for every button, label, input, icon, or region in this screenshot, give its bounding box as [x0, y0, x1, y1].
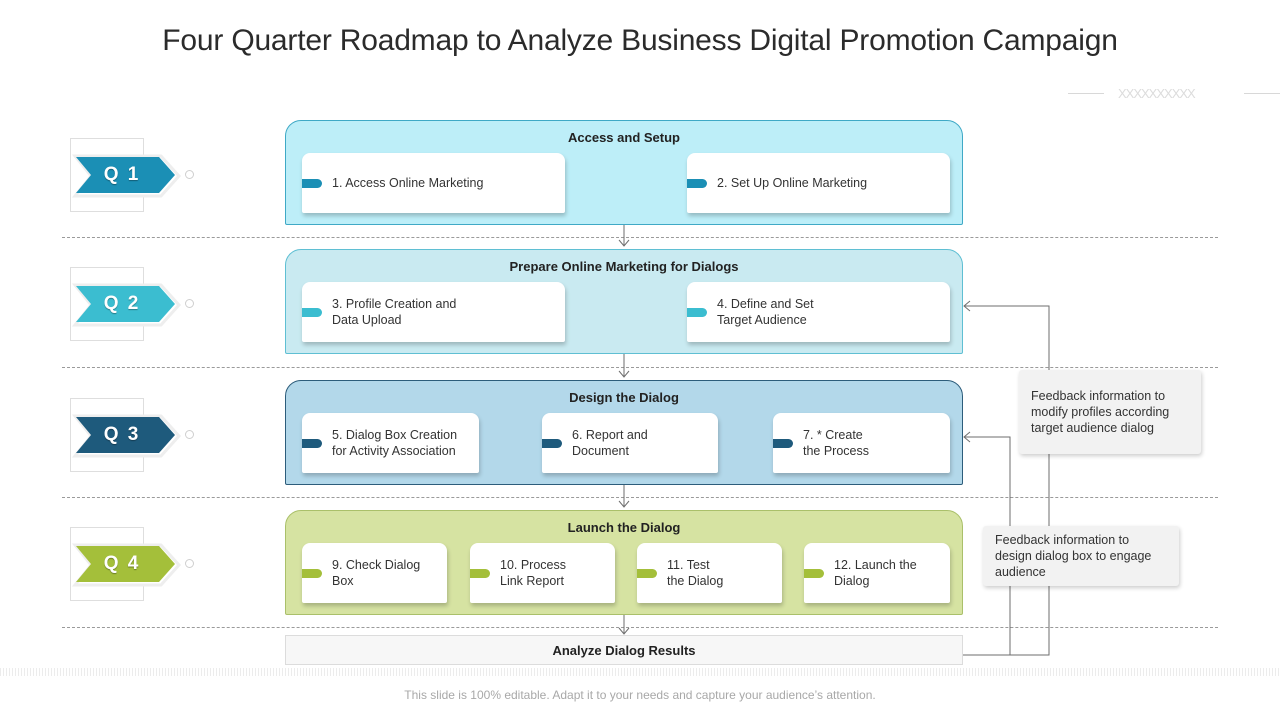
quarter-label: Q 2: [103, 293, 141, 314]
quarter-dot-icon: [185, 430, 194, 439]
quarter-tag-q3: Q 3: [71, 414, 182, 458]
step-marker-icon: [637, 569, 660, 578]
footer-note: This slide is 100% editable. Adapt it to…: [404, 688, 876, 702]
quarter-separator: [62, 367, 1218, 368]
footer-stripe: [0, 668, 1280, 676]
phase-launch-the-dialog: Launch the Dialog 9. Check Dialog Box 10…: [285, 510, 963, 615]
slide-title: Four Quarter Roadmap to Analyze Business…: [162, 24, 1118, 57]
step-marker-icon: [302, 308, 325, 317]
step-label: 4. Define and Set Target Audience: [717, 297, 814, 327]
quarter-tag-q4: Q 4: [71, 543, 182, 587]
phase-design-the-dialog: Design the Dialog 5. Dialog Box Creation…: [285, 380, 963, 485]
arrow-head-icon: [618, 500, 630, 508]
phase-title: Launch the Dialog: [567, 520, 681, 535]
step-label: 5. Dialog Box Creation for Activity Asso…: [332, 428, 458, 458]
step-card[interactable]: 12. Launch the Dialog: [804, 543, 950, 603]
arrow-head-icon: [618, 627, 630, 635]
quarter-separator: [62, 237, 1218, 238]
step-card[interactable]: 7. * Create the Process: [773, 413, 950, 473]
step-label: 2. Set Up Online Marketing: [717, 176, 868, 190]
step-card[interactable]: 1. Access Online Marketing: [302, 153, 565, 213]
arrow-head-icon: [618, 239, 630, 247]
step-card[interactable]: 3. Profile Creation and Data Upload: [302, 282, 565, 342]
step-card[interactable]: 2. Set Up Online Marketing: [687, 153, 950, 213]
step-card[interactable]: 4. Define and Set Target Audience: [687, 282, 950, 342]
phase-title: Access and Setup: [568, 130, 680, 145]
step-label: 11. Test the Dialog: [667, 558, 724, 588]
quarter-separator: [62, 627, 1218, 628]
feedback-note-profiles: Feedback information to modify profiles …: [1019, 370, 1201, 454]
step-marker-icon: [804, 569, 827, 578]
step-marker-icon: [302, 439, 325, 448]
step-marker-icon: [773, 439, 796, 448]
analyze-results-box[interactable]: Analyze Dialog Results: [285, 635, 963, 665]
step-marker-icon: [470, 569, 493, 578]
step-label: 6. Report and Document: [572, 428, 648, 458]
phase-prepare-online-marketing: Prepare Online Marketing for Dialogs 3. …: [285, 249, 963, 354]
step-label: 1. Access Online Marketing: [332, 176, 484, 190]
step-card[interactable]: 9. Check Dialog Box: [302, 543, 447, 603]
step-label: 7. * Create the Process: [803, 428, 870, 458]
step-marker-icon: [542, 439, 565, 448]
phase-title: Design the Dialog: [569, 390, 679, 405]
phase-title: Prepare Online Marketing for Dialogs: [509, 259, 739, 274]
title-decoration: XXXXXXXXXX: [1068, 86, 1280, 101]
quarter-separator: [62, 497, 1218, 498]
arrow-head-icon: [963, 300, 971, 312]
step-marker-icon: [302, 179, 325, 188]
quarter-tag-q1: Q 1: [71, 154, 182, 198]
quarter-label: Q 4: [103, 553, 141, 574]
step-label: 9. Check Dialog Box: [332, 558, 421, 588]
step-marker-icon: [302, 569, 325, 578]
quarter-dot-icon: [185, 559, 194, 568]
quarter-dot-icon: [185, 299, 194, 308]
quarter-tag-q2: Q 2: [71, 283, 182, 327]
step-card[interactable]: 6. Report and Document: [542, 413, 718, 473]
arrow-head-icon: [963, 431, 971, 443]
arrow-head-icon: [618, 370, 630, 378]
quarter-label: Q 3: [103, 424, 141, 445]
step-marker-icon: [687, 179, 710, 188]
step-label: 12. Launch the Dialog: [834, 558, 917, 588]
quarter-label: Q 1: [103, 164, 141, 185]
step-card[interactable]: 10. Process Link Report: [470, 543, 615, 603]
step-label: 10. Process Link Report: [500, 558, 567, 588]
feedback-line-q2: [963, 305, 1050, 656]
quarter-dot-icon: [185, 170, 194, 179]
step-label: 3. Profile Creation and Data Upload: [332, 297, 457, 327]
phase-access-and-setup: Access and Setup 1. Access Online Market…: [285, 120, 963, 225]
step-marker-icon: [687, 308, 710, 317]
feedback-note-dialog-box: Feedback information to design dialog bo…: [983, 526, 1179, 586]
decoration-pattern: XXXXXXXXXX: [1118, 86, 1196, 101]
step-card[interactable]: 5. Dialog Box Creation for Activity Asso…: [302, 413, 479, 473]
step-card[interactable]: 11. Test the Dialog: [637, 543, 782, 603]
